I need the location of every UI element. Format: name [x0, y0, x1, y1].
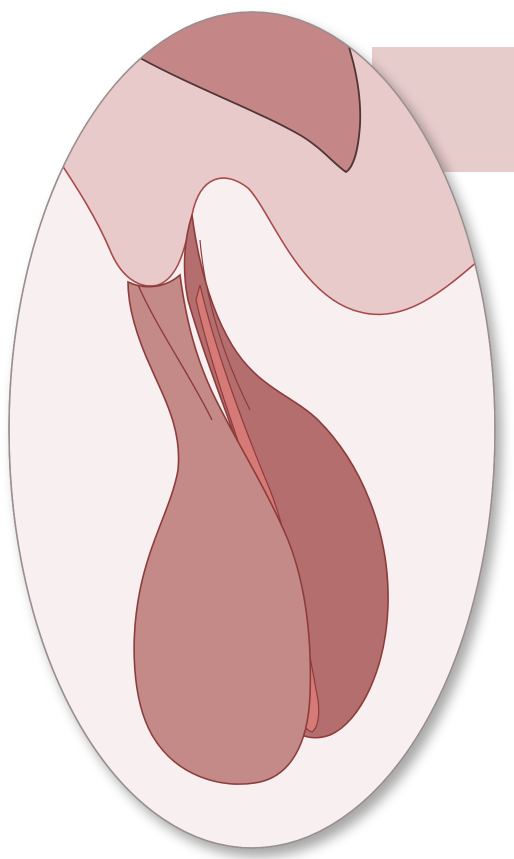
illustration-stage [0, 0, 514, 859]
anatomical-illustration [0, 0, 514, 859]
